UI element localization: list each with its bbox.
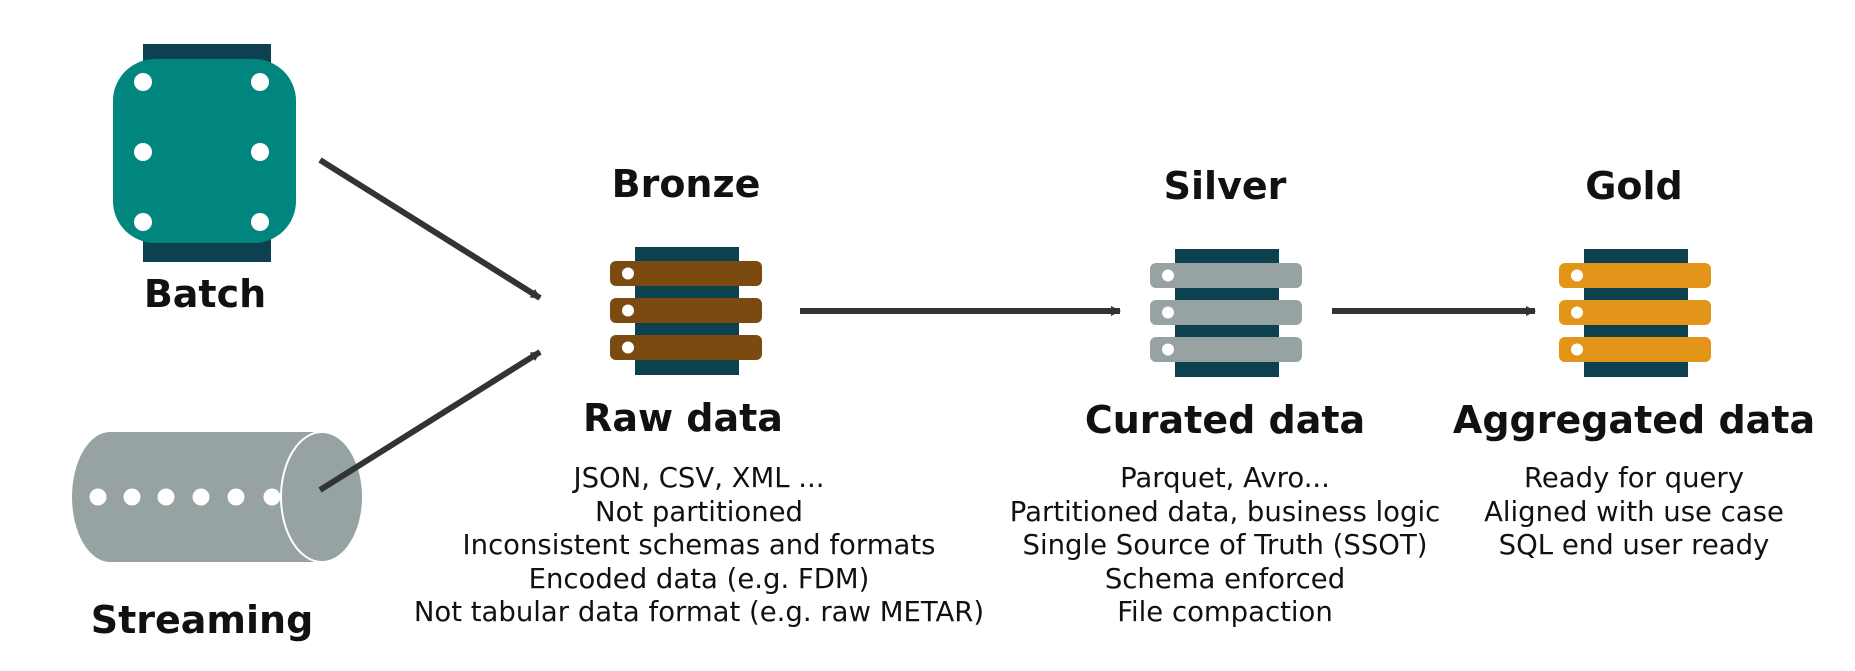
gold-subtitle: Aggregated data [1452, 398, 1816, 442]
batch-label: Batch [143, 272, 267, 316]
silver-subtitle: Curated data [1084, 398, 1366, 442]
gold-line: SQL end user ready [1498, 529, 1770, 561]
silver-line: File compaction [1117, 596, 1333, 628]
bronze-line: Encoded data (e.g. FDM) [528, 562, 870, 595]
bronze-subtitle: Raw data [583, 396, 783, 440]
gold-server-icon [1559, 249, 1711, 377]
silver-title: Silver [1163, 164, 1287, 208]
bronze-title: Bronze [611, 162, 761, 206]
gold-description: Ready for query Aligned with use case SQ… [1484, 462, 1784, 563]
bronze-line: Not tabular data format (e.g. raw METAR) [413, 596, 985, 628]
silver-line: Partitioned data, business logic [1009, 495, 1441, 528]
gold-title: Gold [1585, 164, 1683, 208]
gold-line: Aligned with use case [1484, 495, 1784, 528]
streaming-label: Streaming [90, 598, 314, 642]
bronze-line: Inconsistent schemas and formats [462, 529, 936, 561]
batch-icon [113, 44, 296, 262]
bronze-line: JSON, CSV, XML ... [573, 462, 825, 494]
silver-line: Schema enforced [1104, 562, 1346, 595]
silver-line: Single Source of Truth (SSOT) [1022, 529, 1428, 561]
streaming-to-bronze-arrow [318, 349, 542, 493]
silver-server-icon [1150, 249, 1302, 377]
bronze-server-icon [610, 247, 762, 375]
silver-description: Parquet, Avro... Partitioned data, busin… [1010, 462, 1440, 630]
batch-to-bronze-arrow [318, 157, 542, 301]
bronze-line: Not partitioned [594, 495, 804, 528]
gold-line: Ready for query [1523, 462, 1745, 494]
streaming-icon [72, 431, 364, 563]
silver-line: Parquet, Avro... [1120, 462, 1330, 494]
bronze-description: JSON, CSV, XML ... Not partitioned Incon… [414, 462, 984, 630]
